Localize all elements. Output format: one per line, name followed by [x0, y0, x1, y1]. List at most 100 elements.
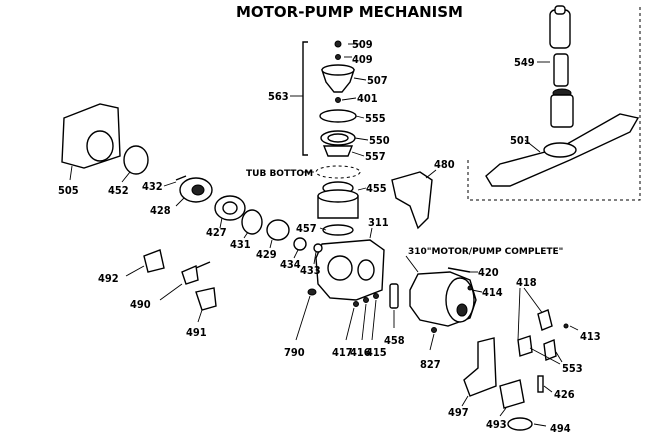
part-494: [507, 417, 533, 431]
label-507: 507: [367, 74, 388, 87]
diagram-title: MOTOR-PUMP MECHANISM: [236, 3, 463, 21]
leader-417: [345, 307, 355, 341]
part-550-inner: [327, 133, 349, 143]
label-501: 501: [510, 134, 531, 147]
part-490-wire: [195, 261, 211, 269]
leader-480: [425, 169, 437, 179]
pump-port-2: [357, 259, 375, 281]
label-492: 492: [98, 272, 119, 285]
part-433: [313, 243, 323, 253]
part-490: [181, 264, 199, 285]
leader-311: [369, 227, 373, 239]
label-418: 418: [516, 276, 537, 289]
bracket-492: [143, 249, 165, 273]
leader-497: [461, 395, 469, 407]
ring-555: [319, 109, 357, 123]
label-790: 790: [284, 346, 305, 359]
part-432: [175, 175, 187, 181]
part-429: [266, 219, 290, 241]
right-lower-components: [461, 287, 579, 431]
label-409: 409: [352, 53, 373, 66]
leader-557: [351, 151, 365, 157]
leader-494: [533, 423, 547, 427]
leader-553-a: [529, 347, 561, 365]
part-493: [499, 379, 525, 409]
deflector-480: [391, 171, 433, 230]
label-491: 491: [186, 326, 207, 339]
leader-457: [319, 227, 327, 231]
bracket-563: [302, 41, 308, 156]
tube-top: [549, 9, 571, 49]
label-427: 427: [206, 226, 227, 239]
label-428: 428: [150, 204, 171, 217]
label-414: 414: [482, 286, 503, 299]
leader-555: [355, 115, 365, 119]
label-458: 458: [384, 334, 405, 347]
label-494: 494: [550, 422, 571, 435]
label-497: 497: [448, 406, 469, 419]
leader-310: [405, 255, 419, 273]
leader-452: [121, 171, 131, 183]
part-434: [293, 237, 307, 251]
part-413: [563, 323, 569, 329]
label-827: 827: [420, 358, 441, 371]
spray-arm-hub: [543, 142, 577, 158]
part-401: [335, 97, 341, 103]
leader-501: [524, 139, 541, 153]
part-827: [431, 327, 437, 333]
label-429: 429: [256, 248, 277, 261]
part-455-housing: [317, 181, 367, 219]
label-505: 505: [58, 184, 79, 197]
leader-491: [197, 309, 203, 323]
label-455: 455: [366, 182, 387, 195]
leader-418-a: [517, 287, 521, 341]
part-428-center: [191, 184, 205, 196]
leader-553-b: [555, 351, 563, 363]
upper-stack: [290, 40, 369, 157]
washer-409: [335, 54, 341, 60]
housing-rim: [317, 189, 359, 203]
leader-414: [471, 289, 483, 293]
pump-body: [315, 239, 385, 301]
label-457: 457: [296, 222, 317, 235]
tube-middle: [553, 53, 569, 87]
part-427: [214, 195, 246, 221]
label-480: 480: [434, 158, 455, 171]
motor-shaft: [456, 303, 468, 317]
label-550: 550: [369, 134, 390, 147]
part-790: [307, 288, 317, 296]
part-491: [195, 287, 217, 311]
leader-431: [243, 231, 249, 239]
cable-420: [447, 267, 471, 273]
leader-416: [361, 303, 367, 341]
tub-bottom-label: TUB BOTTOM: [246, 169, 313, 179]
leader-413: [569, 325, 579, 331]
bracket-497: [463, 337, 497, 397]
part-416: [363, 297, 369, 303]
leader-490: [159, 283, 183, 301]
leader-790: [295, 295, 311, 341]
ring-452: [123, 145, 149, 175]
label-426: 426: [554, 388, 575, 401]
leader-433: [313, 251, 317, 265]
part-427-inner: [222, 201, 238, 215]
leader-550: [354, 137, 369, 141]
part-431: [241, 209, 263, 235]
leader-432: [163, 181, 177, 187]
leader-427: [219, 217, 223, 229]
leader-492: [125, 265, 145, 277]
pump-port: [327, 255, 353, 281]
label-432: 432: [142, 180, 163, 193]
leader-455: [357, 187, 367, 191]
label-493: 493: [486, 418, 507, 431]
dashed-boundary: [467, 5, 641, 201]
label-563: 563: [268, 90, 289, 103]
left-components: [61, 103, 379, 341]
part-415: [373, 293, 379, 299]
label-553: 553: [562, 362, 583, 375]
part-505-port: [86, 130, 114, 162]
leader-426: [543, 385, 553, 393]
label-420: 420: [478, 266, 499, 279]
part-557: [322, 145, 354, 157]
